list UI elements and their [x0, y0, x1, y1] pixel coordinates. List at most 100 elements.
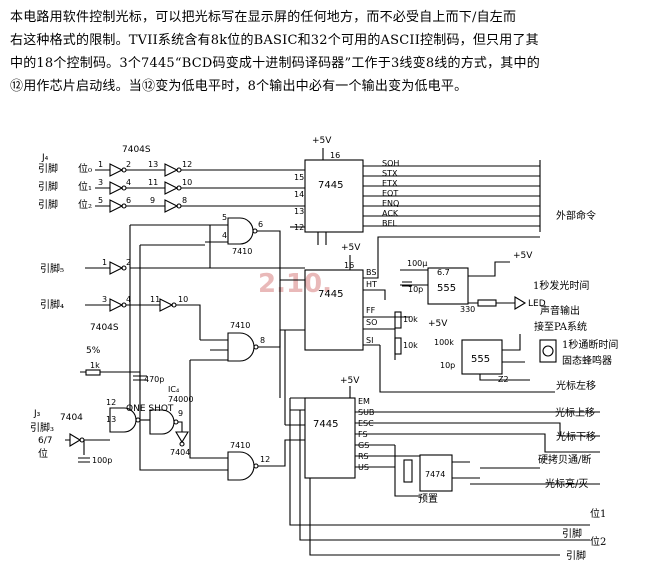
vcc-label-4: +5V: [428, 319, 448, 329]
out-ff: FF: [366, 306, 376, 315]
one-shot-label: ONE SHOT: [126, 404, 174, 414]
svg-text:10: 10: [178, 295, 188, 304]
out-soh: SOH: [382, 159, 399, 168]
label-yinjiao-2: 引脚: [38, 180, 58, 193]
label-bit-1: 位1: [590, 507, 606, 520]
c-10p-1: 10p: [408, 285, 423, 294]
svg-text:12: 12: [106, 398, 116, 407]
label-j3: J₃: [33, 409, 41, 419]
c-6-7: 6.7: [437, 268, 450, 277]
label-5pct: 5%: [86, 346, 101, 356]
ic4-part: 74000: [168, 395, 193, 404]
inv-small-label: 7404: [170, 448, 190, 457]
out-stx: STX: [382, 169, 398, 178]
nand-c-label: 7410: [230, 441, 250, 450]
decoder-3-label: 7445: [313, 419, 338, 430]
description-paragraph: 本电路用软件控制光标，可以把光标写在显示屏的任何地方，而不必受自上而下/自左而 …: [10, 6, 658, 98]
label-preset: 预置: [418, 493, 438, 505]
svg-text:15: 15: [294, 173, 304, 182]
c-10p-2: 10p: [440, 361, 455, 370]
svg-text:2: 2: [126, 258, 131, 267]
out-si: SI: [366, 336, 373, 345]
paragraph-line-1: 本电路用软件控制光标，可以把光标写在显示屏的任何地方，而不必受自上而下/自左而: [10, 10, 517, 25]
label-yinjiao-3: 引脚: [38, 198, 58, 211]
decoder-2-label: 7445: [318, 289, 343, 300]
label-7404s-mid: 7404S: [90, 323, 119, 333]
decoder-7445-3: [304, 397, 356, 479]
out-em: EM: [358, 397, 370, 406]
svg-text:3: 3: [98, 178, 103, 187]
label-external-command: 外部命令: [556, 209, 596, 222]
r-330: 330: [460, 305, 475, 314]
svg-text:16: 16: [330, 151, 340, 160]
led-icon: [514, 296, 527, 310]
out-ack: ACK: [382, 209, 399, 218]
svg-text:5: 5: [98, 196, 103, 205]
out-enq: ENQ: [382, 199, 399, 208]
label-7404s-top: 7404S: [122, 145, 151, 155]
label-pin5: 引脚₅: [40, 262, 64, 275]
timer-2-label: 555: [471, 354, 490, 365]
svg-text:12: 12: [260, 455, 270, 464]
decoder-7445-1: [304, 159, 364, 233]
label-wei: 位: [38, 447, 48, 460]
label-bit1: 位₁: [78, 180, 92, 193]
timer-555-2: [461, 339, 503, 375]
nand-b-label: 7410: [230, 321, 250, 330]
paragraph-line-2: 右这种格式的限制。TVII系统含有8k位的BASIC和32个可用的ASCII控制…: [10, 33, 539, 48]
timer-555-1: [427, 267, 469, 305]
flipflop-7474: [419, 454, 453, 492]
label-cursor-left: 光标左移: [556, 379, 596, 392]
svg-text:8: 8: [260, 336, 265, 345]
r-100k: 100k: [434, 338, 454, 347]
label-one-sec-blink: 1秒发光时间: [533, 279, 589, 292]
decoder-1-label: 7445: [318, 180, 343, 191]
vcc-label-5: +5V: [340, 376, 360, 386]
svg-text:8: 8: [182, 196, 187, 205]
out-eot: EOT: [382, 189, 398, 198]
label-pin4: 引脚₄: [40, 298, 64, 311]
label-bit0: 位₀: [78, 162, 92, 175]
svg-text:4: 4: [126, 178, 131, 187]
svg-text:11: 11: [148, 178, 158, 187]
vcc-label-1: +5V: [312, 136, 332, 146]
ic4-label: IC₄: [168, 385, 179, 394]
svg-text:10: 10: [182, 178, 192, 187]
vcc-label-2: +5V: [341, 243, 361, 253]
label-bit-2: 位2: [590, 535, 606, 548]
c-470p: 470p: [144, 375, 164, 384]
label-led: LED: [528, 299, 546, 309]
out-bel: BEL: [382, 219, 398, 228]
svg-text:11: 11: [150, 295, 160, 304]
r-10k-1: 10k: [403, 315, 418, 324]
svg-text:9: 9: [150, 196, 155, 205]
svg-text:1: 1: [102, 258, 107, 267]
label-pin-2: 引脚: [566, 549, 586, 562]
label-sound-out: 声音输出: [540, 304, 580, 317]
svg-text:1: 1: [98, 160, 103, 169]
svg-text:5: 5: [222, 213, 227, 222]
r-1k: 1k: [90, 361, 100, 370]
svg-text:2: 2: [126, 160, 131, 169]
r-10k-2: 10k: [403, 341, 418, 350]
c-100p: 100p: [92, 456, 112, 465]
vcc-label-3: +5V: [513, 251, 533, 261]
watermark: 2.10.: [258, 269, 332, 299]
svg-text:6: 6: [126, 196, 131, 205]
svg-text:14: 14: [294, 190, 304, 199]
svg-text:13: 13: [106, 415, 116, 424]
label-buzzer: 固态蜂鸣器: [562, 354, 612, 367]
out-bs: BS: [366, 268, 376, 277]
svg-text:3: 3: [102, 295, 107, 304]
svg-text:16: 16: [344, 261, 354, 270]
label-cursor-down: 光标下移: [556, 430, 596, 443]
label-cursor-up: 光标上移: [555, 406, 595, 419]
svg-text:13: 13: [148, 160, 158, 169]
flipflop-label: 7474: [425, 470, 445, 479]
paragraph-line-4: ⑫用作芯片启动线。当⑫变为低电平时，8个输出中必有一个输出变为低电平。: [10, 79, 468, 94]
out-ht: HT: [366, 280, 377, 289]
svg-text:4: 4: [222, 231, 227, 240]
label-j4: J₄: [41, 153, 49, 163]
svg-text:9: 9: [178, 409, 183, 418]
label-bit2: 位₂: [78, 198, 92, 211]
